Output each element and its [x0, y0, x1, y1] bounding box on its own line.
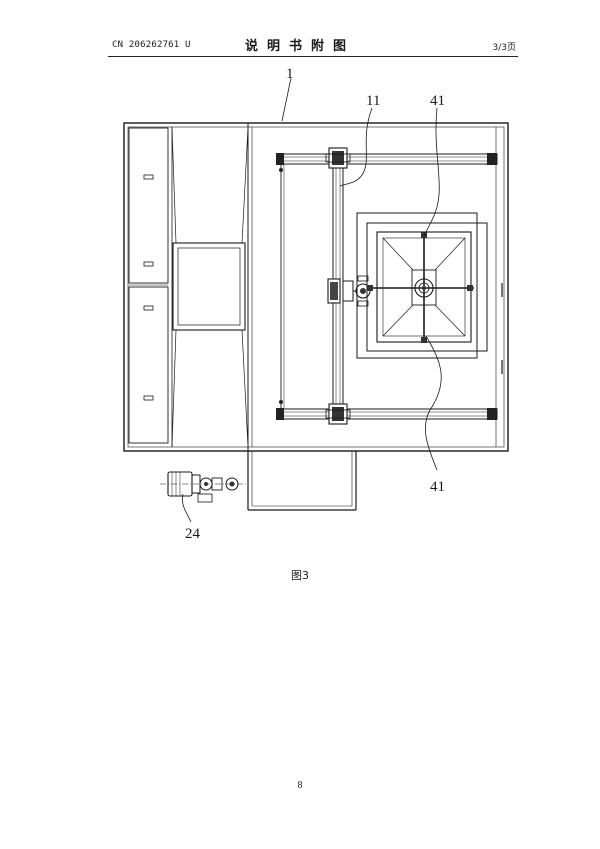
- leader-lines: [181, 77, 442, 523]
- document-title: 说明书附图: [244, 39, 355, 54]
- label-motor: 24: [185, 526, 201, 542]
- label-mold-bottom: 41: [430, 479, 445, 495]
- mold-assembly: [356, 212, 488, 359]
- label-gantry: 11: [366, 93, 380, 109]
- gantry-rails: [276, 153, 498, 420]
- page-count: 3/3页: [492, 43, 517, 53]
- left-compartments: [128, 127, 173, 447]
- figure-caption: 图3: [291, 569, 309, 582]
- machine-frame: [123, 122, 509, 452]
- publication-number: CN 206262761 U: [112, 40, 191, 50]
- label-frame: 1: [286, 66, 294, 82]
- page-header: CN 206262761 U 说明书附图 3/3页: [0, 0, 600, 60]
- motor-assembly: [160, 471, 246, 503]
- tool-head: [327, 275, 371, 307]
- label-mold-top: 41: [430, 93, 445, 109]
- feed-chute: [171, 126, 249, 448]
- collection-bin: [247, 451, 357, 511]
- page-number: 8: [297, 780, 303, 791]
- header-rule: [108, 56, 518, 57]
